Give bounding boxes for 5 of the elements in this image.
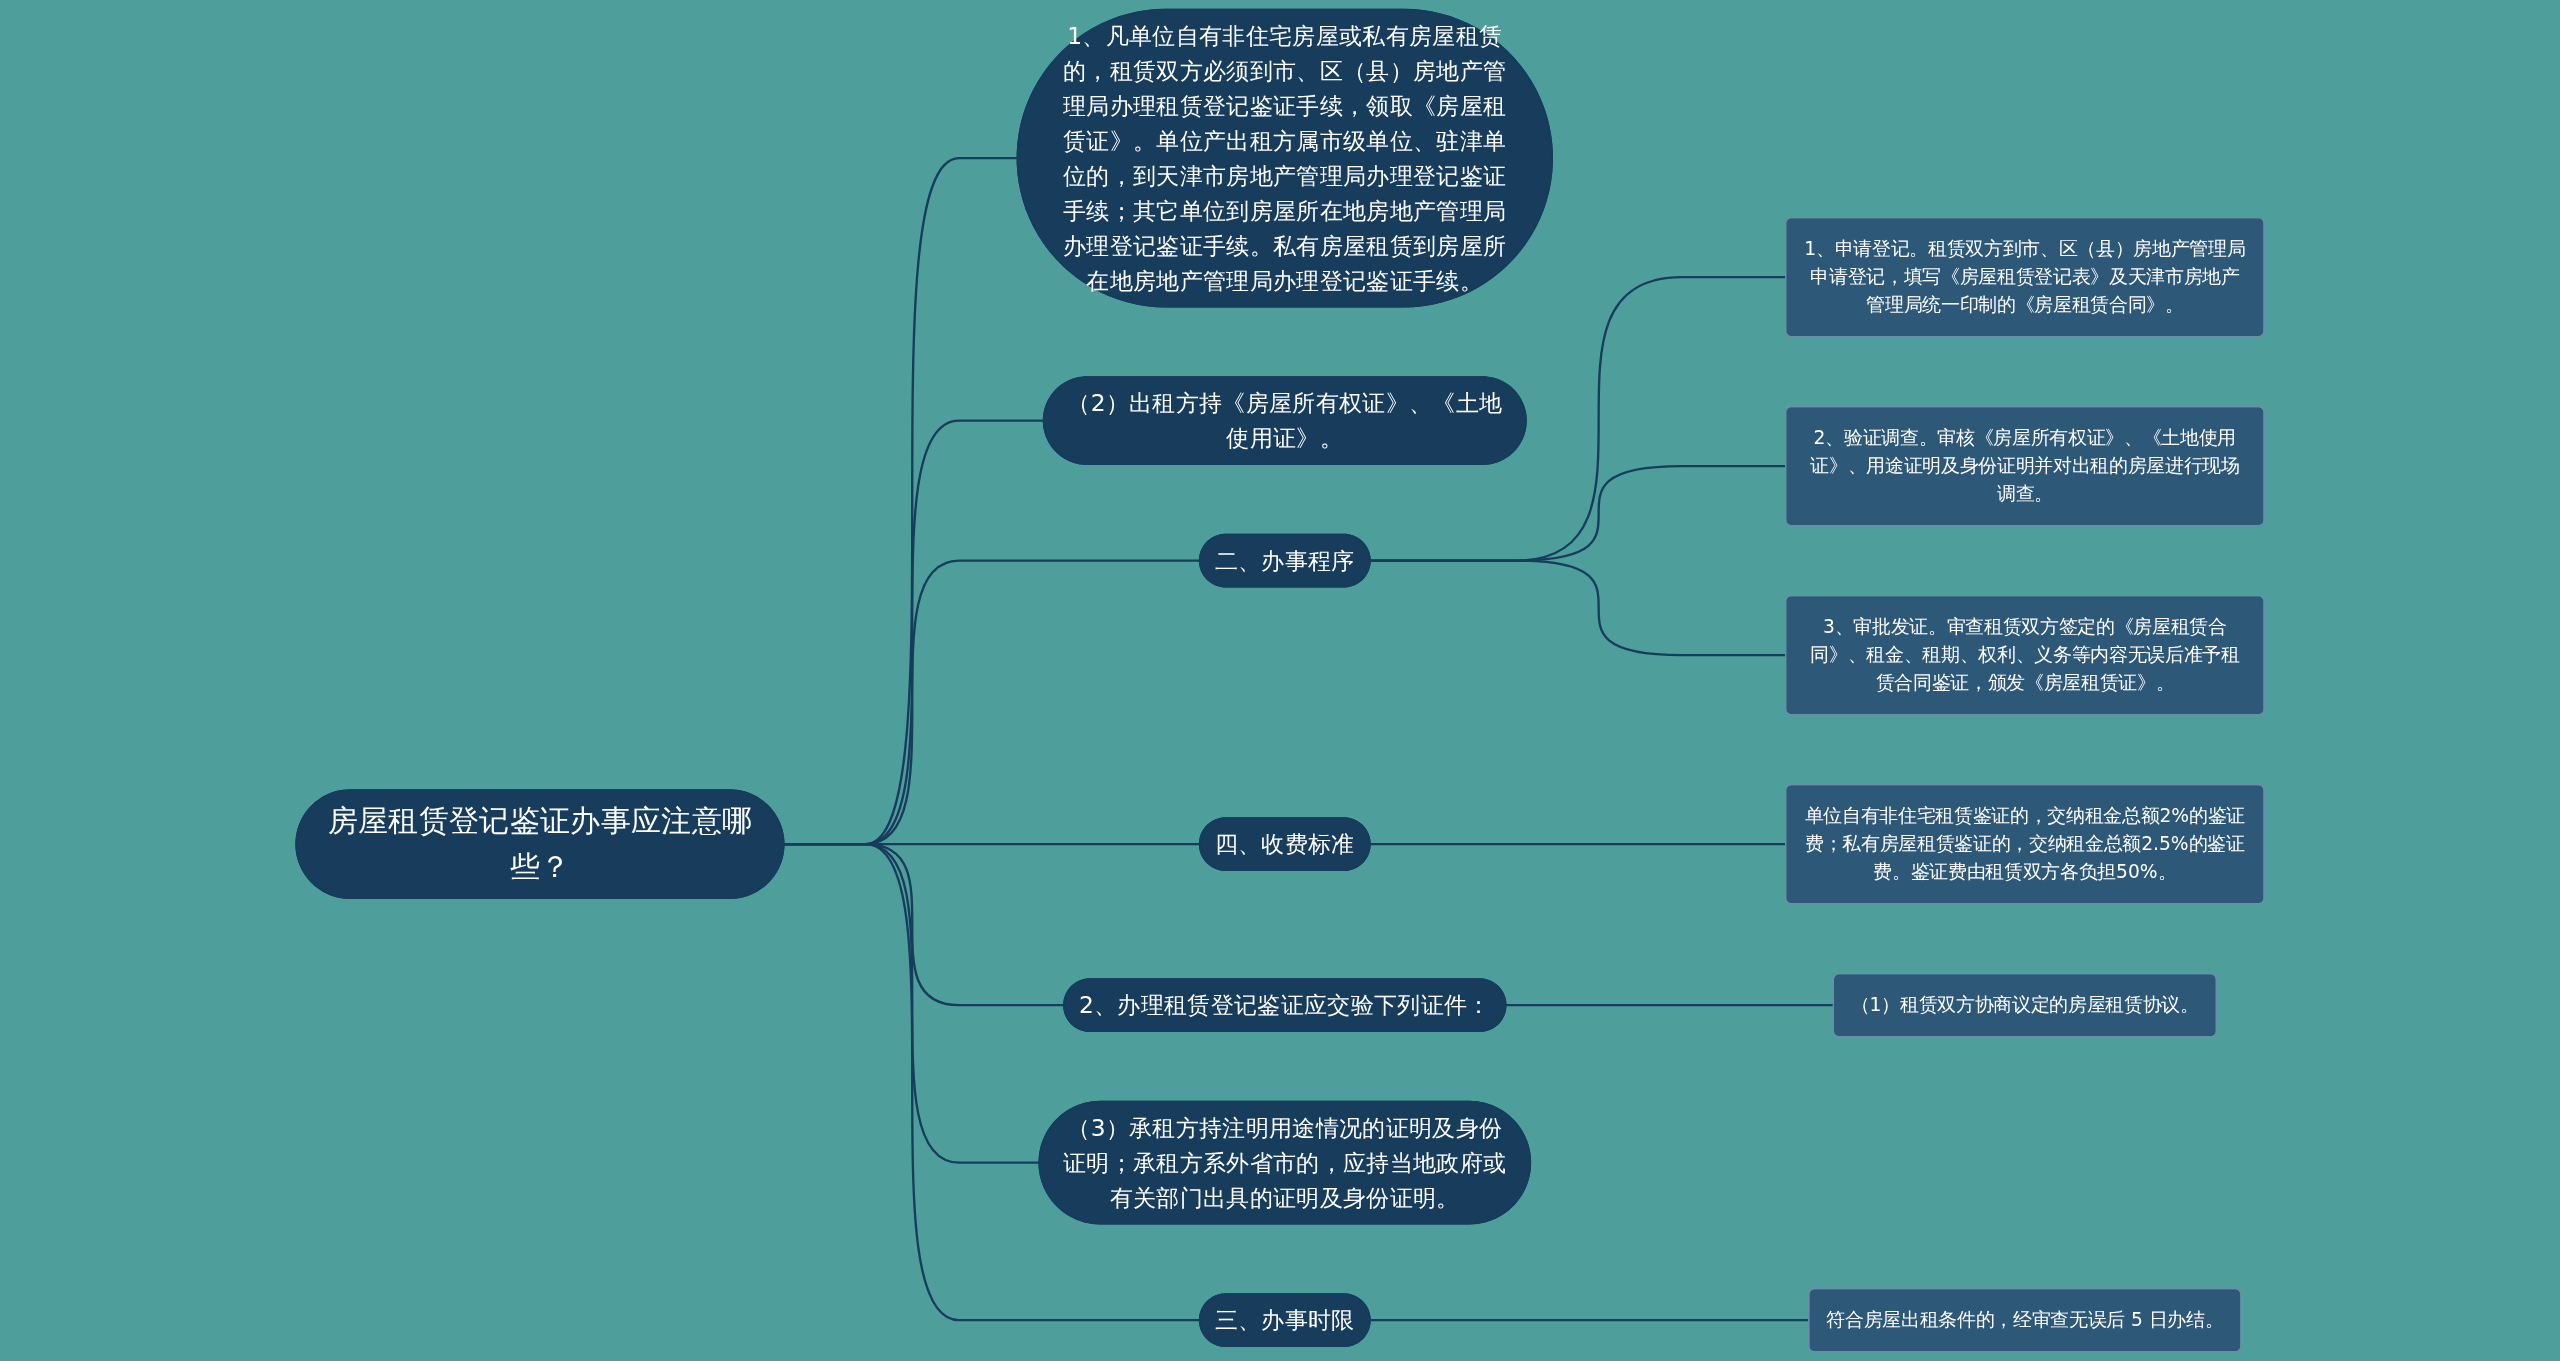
connector xyxy=(1370,842,1786,846)
connector xyxy=(783,842,1200,1322)
connector xyxy=(1370,559,1786,657)
connector xyxy=(1505,1003,1834,1007)
connector xyxy=(1370,1319,1809,1322)
